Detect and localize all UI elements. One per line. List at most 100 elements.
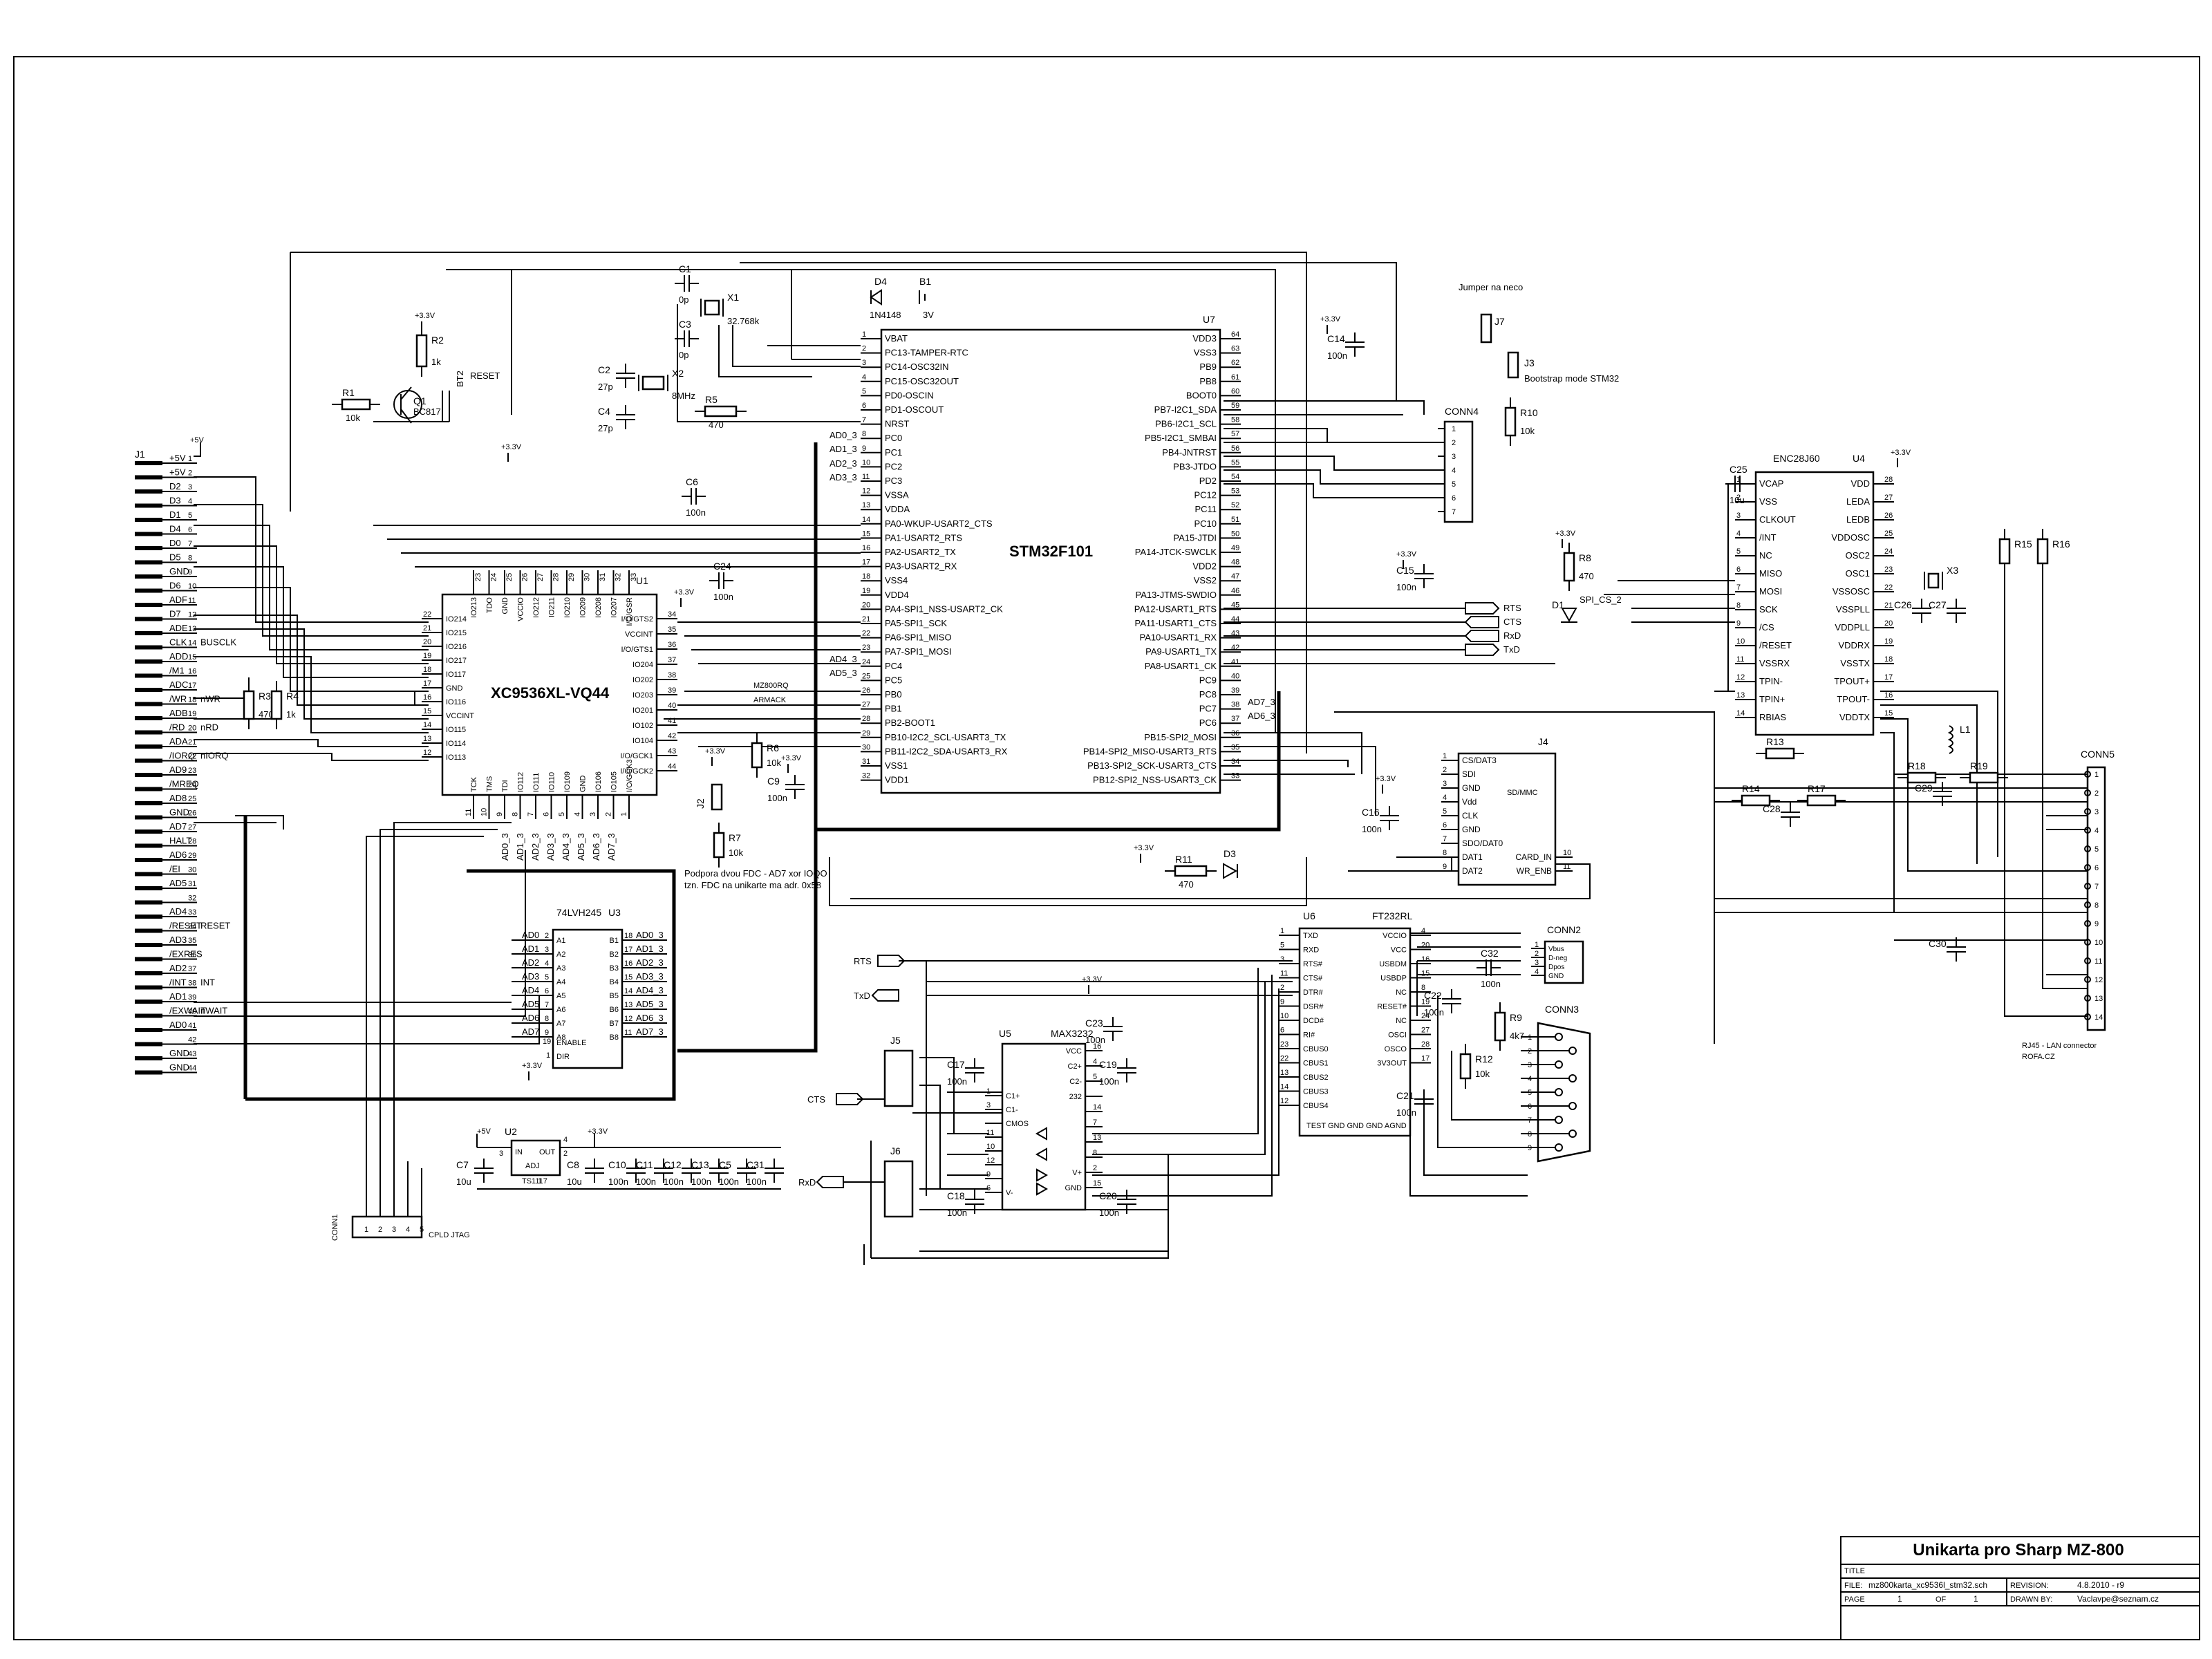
u1-name: XC9536XL-VQ44 [491, 684, 610, 702]
pin-number: 9 [986, 1170, 991, 1179]
pin-name: RI# [1303, 1031, 1315, 1040]
pin-name: A1 [556, 937, 565, 945]
pin-number: 9 [862, 444, 866, 453]
pin-number: 29 [188, 852, 196, 860]
pin-number: 18 [1884, 655, 1893, 664]
power-label-3v3: +3.3V [1134, 844, 1154, 852]
u3-enable-num: 19 [543, 1038, 551, 1046]
pin-dot [2084, 808, 2091, 815]
pin-name: PC1 [885, 447, 902, 458]
pin-number: 25 [505, 573, 514, 581]
edge-finger [135, 560, 162, 565]
resistor-ref: R10 [1520, 407, 1538, 418]
resistor-body [1459, 1053, 1472, 1080]
net-label: AD4_3 [636, 985, 664, 995]
resistor-ref: R12 [1475, 1053, 1493, 1065]
u1-bottom-pins: 11TCK10TMS9TDI8IO1127IO1116IO1105IO1094G… [465, 759, 634, 819]
pin-name: VSS4 [885, 575, 908, 585]
pin-name: V- [1006, 1189, 1013, 1197]
pin-number: 6 [862, 402, 866, 410]
pin-number: 19 [1421, 998, 1430, 1006]
cap-value: 100n [1327, 350, 1347, 361]
pin-name: PB15-SPI2_MOSI [1144, 732, 1217, 742]
j6-ref: J6 [890, 1145, 901, 1156]
u3-enable: ENABLE [556, 1039, 586, 1047]
pin-number: 28 [1884, 476, 1893, 484]
pin-name: LEDB [1846, 514, 1870, 525]
pin-number: 2 [2094, 789, 2099, 798]
cap-value: 10u [456, 1177, 471, 1187]
pin-name: IO213 [470, 597, 478, 618]
pin-number: 16 [423, 693, 431, 702]
pin-name: BOOT0 [1186, 390, 1217, 400]
pin-number: 21 [862, 615, 870, 624]
conn1-name: CPLD JTAG [429, 1231, 470, 1239]
pin-name: RESET# [1377, 1003, 1407, 1011]
edge-finger [135, 843, 162, 848]
pin-number: 31 [599, 573, 607, 581]
pin-number: 10 [1280, 1012, 1288, 1020]
pin-number: 34 [1231, 758, 1239, 766]
pin-number: 16 [188, 668, 196, 676]
pin-label: D7 [169, 609, 181, 619]
pin-name: I/O/GSR [626, 597, 634, 626]
pin-number: 14 [2094, 1013, 2103, 1022]
cap-value: 10u [567, 1177, 582, 1187]
conn3-ref: CONN3 [1545, 1004, 1579, 1015]
cap-ref: C4 [598, 406, 610, 417]
pin-number: 7 [862, 416, 866, 424]
pin-number: 37 [188, 965, 196, 973]
pin-number: 26 [1884, 512, 1893, 520]
mz800rq-label: MZ800RQ [753, 682, 789, 690]
pin-number: 22 [423, 610, 431, 619]
pin-name: PA10-USART1_RX [1139, 632, 1217, 643]
bus-label: AD6_3 [1248, 711, 1275, 721]
pin-name: PA5-SPI1_SCK [885, 618, 947, 628]
bus-labels: AD0_3AD1_3AD2_3AD3_3AD4_3AD5_3AD7_3AD6_3… [500, 430, 1275, 861]
d1-ref: D1 [1552, 599, 1564, 610]
pin-name: PA4-SPI1_NSS-USART2_CK [885, 603, 1003, 614]
pin-name: IO116 [446, 698, 466, 706]
pin-number: 10 [188, 583, 196, 591]
pin-number: 2 [378, 1226, 382, 1234]
pin-name: B1 [610, 937, 619, 945]
bus-label: AD3_3 [830, 472, 857, 482]
pin-number: 33 [1231, 772, 1239, 780]
transistor-collector [400, 386, 412, 400]
edge-finger [135, 773, 162, 777]
pin-name: Dpos [1548, 964, 1564, 971]
net-label: AD7_3 [636, 1027, 664, 1037]
passives: R21kR110kR3470R41kR5470R610kR710kR8470R9… [243, 263, 2070, 1218]
pin-name: PA1-USART2_RTS [885, 532, 962, 543]
pin-number: 35 [188, 937, 196, 945]
pin-name: IO111 [532, 773, 541, 792]
pin-name: I/O/GCK3 [626, 759, 634, 792]
capacitor-c26: C26 [1894, 599, 1931, 623]
pin-number: 7 [2094, 883, 2099, 891]
bus-label: AD5_3 [576, 833, 586, 861]
pin-number: 3 [1443, 780, 1447, 788]
jumper-j3 [1507, 351, 1519, 379]
j7-ref: J7 [1494, 316, 1505, 327]
cap-ref: C15 [1396, 565, 1414, 576]
pin-name: VCCIO [1382, 932, 1407, 940]
j4-name: SD/MMC [1507, 789, 1538, 797]
pin-name: IO207 [610, 597, 619, 618]
resistor-body [1969, 771, 1999, 784]
title-label: TITLE [1844, 1567, 1865, 1575]
u2-n-in: 3 [499, 1150, 503, 1158]
pin-number: 39 [1231, 686, 1239, 695]
net-label: AD3_3 [636, 971, 664, 982]
pin-name: PB6-I2C1_SCL [1155, 419, 1217, 429]
pin-label: AD9 [169, 765, 187, 775]
pin-number: 3 [188, 483, 192, 491]
u2-regulator: U2 TS1117 IN OUT ADJ 3 2 1 4 [499, 1126, 568, 1185]
pin-name: VCCINT [446, 712, 474, 720]
